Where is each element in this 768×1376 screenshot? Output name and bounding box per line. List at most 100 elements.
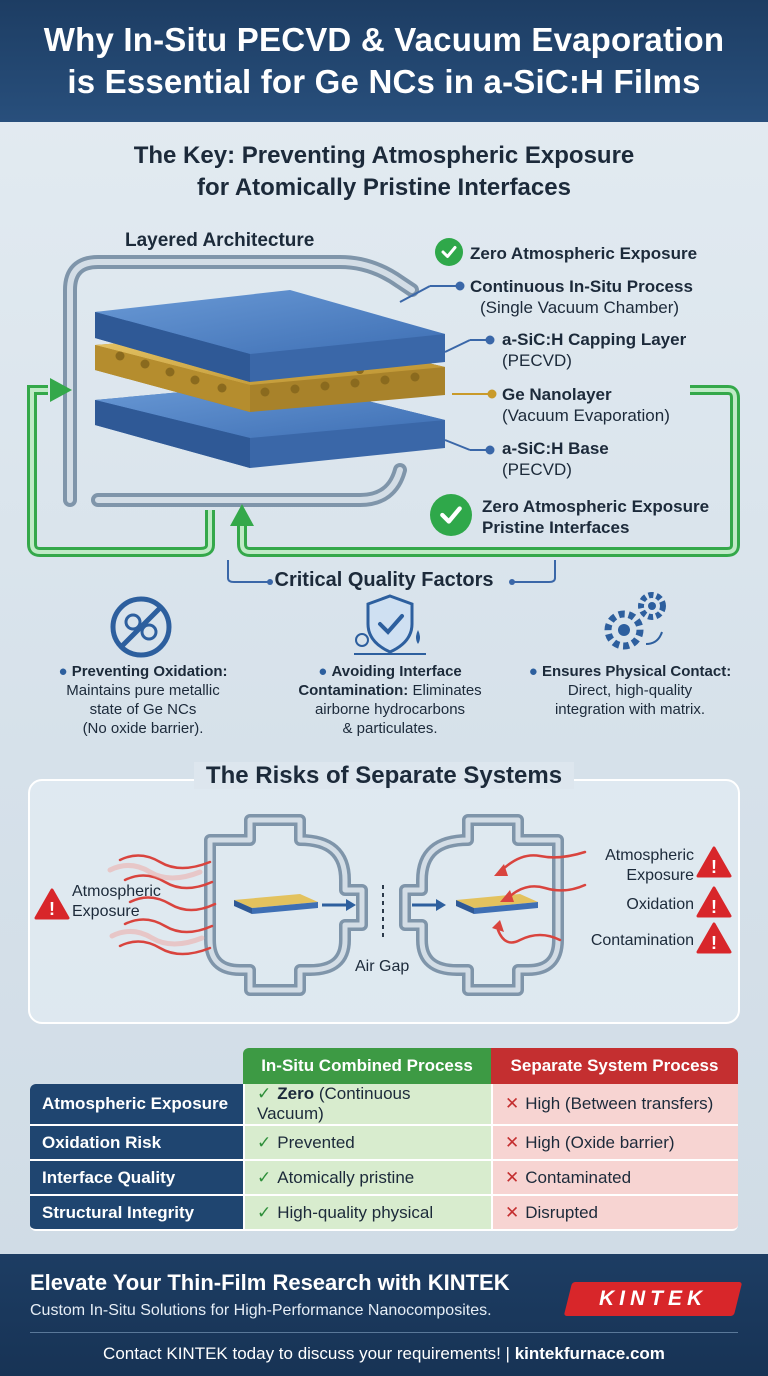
table-row: Structural Integrity ✓High-quality physi… [30,1196,738,1231]
warning-icon-exposure: ! [696,846,732,878]
base-label: a-SiC:H Base (PECVD) [502,438,609,480]
pristine-line1: Zero Atmospheric Exposure [482,497,710,516]
factor-contamination-title2: Contamination: [298,682,409,699]
check-icon [435,238,463,266]
warning-icon-contamination: ! [696,922,732,954]
page-header: Why In-Situ PECVD & Vacuum Evaporation i… [0,0,768,122]
base-subtitle: (PECVD) [502,460,572,479]
separate-cell-text: Contaminated [525,1167,632,1187]
risk-left-line1: Atmospheric [72,883,161,900]
kintek-logo[interactable]: KINTEK [563,1282,743,1316]
capping-subtitle: (PECVD) [502,351,572,370]
table-corner [30,1048,243,1084]
factor-contamination-line4: & particulates. [342,720,438,737]
factor-oxidation-title: Preventing Oxidation: [71,663,228,680]
shield-contamination-icon [354,594,426,655]
page-title-line1: Why In-Situ PECVD & Vacuum Evaporation [43,21,725,58]
in-situ-cell-text: (Continuous Vacuum) [257,1084,411,1123]
table-row: Oxidation Risk ✓Prevented ✕High (Oxide b… [30,1126,738,1161]
row-label: Interface Quality [30,1161,243,1196]
risk-left-label: Atmospheric Exposure [72,882,161,922]
footer-contact: Contact KINTEK today to discuss your req… [0,1344,768,1364]
col-header-in-situ: In-Situ Combined Process [243,1048,491,1084]
comparison-table: In-Situ Combined Process Separate System… [30,1048,738,1231]
subtitle-line1: The Key: Preventing Atmospheric Exposure [133,142,635,169]
risk-right-oxidation: Oxidation [626,896,694,913]
row-label: Oxidation Risk [30,1126,243,1161]
layered-architecture-diagram [27,255,740,585]
kintek-logo-text: KINTEK [598,1287,708,1310]
factor-oxidation-line3: state of Ge NCs [89,701,197,718]
risk-right-line1: Atmospheric [605,847,694,864]
pristine-line2: Pristine Interfaces [482,518,630,537]
footer-website-link[interactable]: kintekfurnace.com [514,1344,665,1363]
in-situ-cell-text: Prevented [277,1132,355,1152]
factor-contamination-rest: Eliminates [408,682,482,699]
separate-cell-text: High (Between transfers) [525,1094,714,1113]
separate-systems-diagram: ! ! ! ! [34,814,732,996]
ge-label: Ge Nanolayer (Vacuum Evaporation) [502,384,670,426]
in-situ-cell: ✓Atomically pristine [243,1161,491,1196]
risk-right-line2: Exposure [626,867,694,884]
risk-right-contamination: Contamination [590,932,694,949]
subtitle-line2: for Atomically Pristine Interfaces [197,174,571,201]
factor-contact-line3: integration with matrix. [554,701,706,718]
separate-cell: ✕High (Between transfers) [491,1084,738,1126]
in-situ-cell: ✓High-quality physical [243,1196,491,1231]
base-title: a-SiC:H Base [502,439,609,458]
in-situ-cell: ✓Zero (Continuous Vacuum) [243,1084,491,1126]
footer-divider [30,1332,738,1333]
in-situ-cell-text: High-quality physical [277,1202,434,1222]
ge-title: Ge Nanolayer [502,385,612,404]
in-situ-cell: ✓Prevented [243,1126,491,1161]
factor-oxidation: ● Preventing Oxidation: Maintains pure m… [58,663,228,737]
factor-oxidation-line4: (No oxide barrier). [82,720,204,737]
factor-contact-title: Ensures Physical Contact: [542,663,732,680]
separate-cell: ✕High (Oxide barrier) [491,1126,738,1161]
table-row: Interface Quality ✓Atomically pristine ✕… [30,1161,738,1196]
process-title: Continuous In-Situ Process [470,277,693,296]
architecture-title: Layered Architecture [125,230,315,251]
risks-title-text: The Risks of Separate Systems [193,762,575,789]
footer-headline: Elevate Your Thin-Film Research with KIN… [30,1270,510,1295]
arrow-head-left [50,378,72,402]
no-oxidation-icon [110,596,172,658]
capping-label: a-SiC:H Capping Layer (PECVD) [502,329,686,371]
risk-right-exposure: Atmospheric Exposure [560,846,694,886]
separate-cell: ✕Disrupted [491,1196,738,1231]
factor-contamination: ● Avoiding Interface Contamination: Elim… [298,663,482,737]
svg-text:!: ! [711,933,717,953]
process-label: Continuous In-Situ Process (Single Vacuu… [470,276,693,318]
gears-icon [604,592,666,650]
arrow-head-right [230,504,254,526]
table-row: Atmospheric Exposure ✓Zero (Continuous V… [30,1084,738,1126]
separate-cell: ✕Contaminated [491,1161,738,1196]
process-subtitle: (Single Vacuum Chamber) [480,298,680,317]
factor-contact-line2: Direct, high-quality [567,682,693,699]
risks-title: The Risks of Separate Systems [0,762,768,790]
footer-tagline: Custom In-Situ Solutions for High-Perfor… [30,1302,492,1319]
factor-oxidation-line2: Maintains pure metallic [66,682,220,699]
in-situ-cell-bold: Zero [277,1084,315,1103]
col-header-separate: Separate System Process [491,1048,738,1084]
in-situ-cell-text: Atomically pristine [277,1167,415,1187]
svg-text:!: ! [49,899,55,919]
capping-layer [95,290,445,382]
page-title-line2: is Essential for Ge NCs in a-SiC:H Films [67,63,701,100]
risk-left-line2: Exposure [72,903,140,920]
svg-text:!: ! [711,857,717,877]
factor-contamination-line3: airborne hydrocarbons [314,701,466,718]
separate-cell-text: Disrupted [525,1202,599,1222]
separate-cell-text: High (Oxide barrier) [525,1132,675,1152]
air-gap-label: Air Gap [355,958,410,975]
pristine-label: Zero Atmospheric Exposure Pristine Inter… [482,496,709,538]
row-label: Structural Integrity [30,1196,243,1231]
warning-icon-left: ! [34,888,70,920]
warning-icon-oxidation: ! [696,886,732,918]
factor-contamination-title: Avoiding Interface [331,663,462,680]
svg-text:!: ! [711,897,717,917]
footer: Elevate Your Thin-Film Research with KIN… [0,1254,768,1376]
zero-exposure-label: Zero Atmospheric Exposure [470,244,698,263]
factor-contact: ● Ensures Physical Contact: Direct, high… [528,663,732,718]
footer-contact-text: Contact KINTEK today to discuss your req… [103,1344,515,1363]
